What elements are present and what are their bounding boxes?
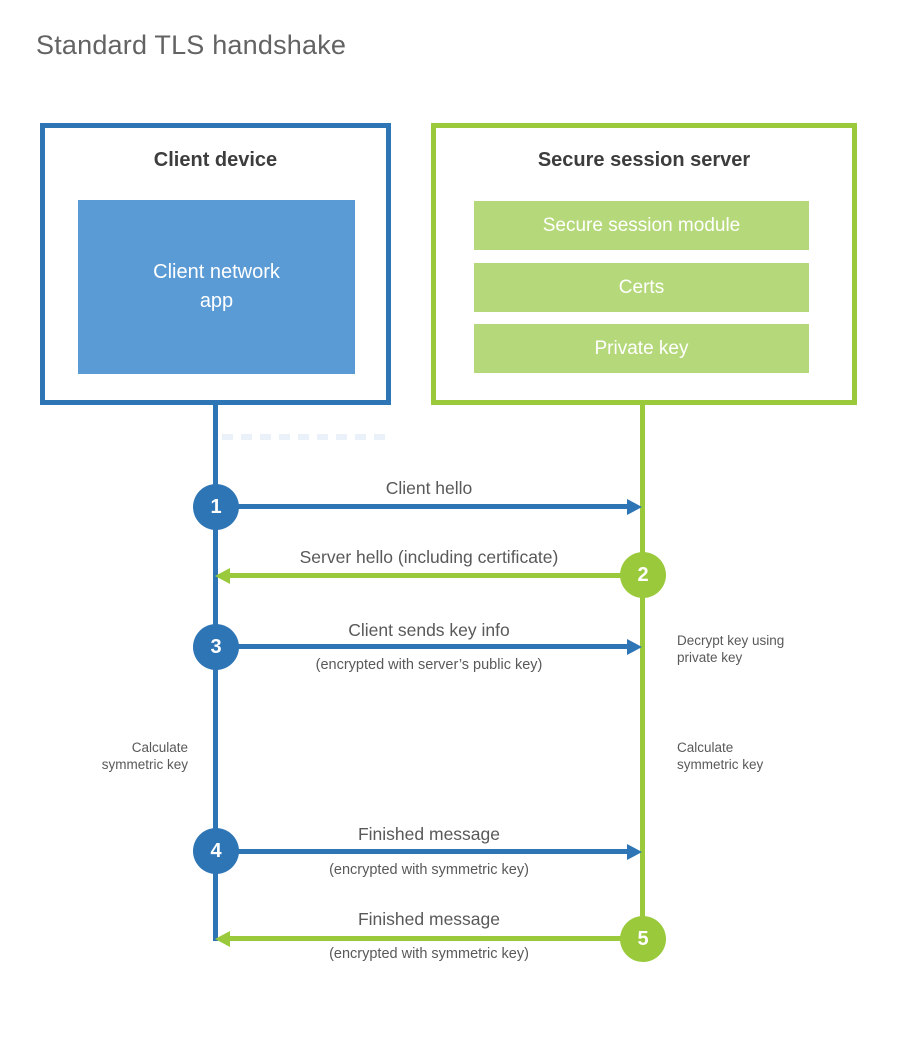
step-circle-3: 3 <box>193 624 239 670</box>
client-app-label-line2: app <box>199 290 234 312</box>
server-module-private-key: Private key <box>474 324 809 373</box>
note-calc-left-line2: symmetric key <box>101 757 188 772</box>
page-title: Standard TLS handshake <box>36 30 347 60</box>
client-app-label-line1: Client network <box>153 261 280 283</box>
arrowhead-left-icon <box>215 931 230 947</box>
server-lifeline <box>640 405 645 940</box>
arrowhead-right-icon <box>627 639 642 655</box>
note-decrypt-key: Decrypt key using private key <box>677 632 827 666</box>
msg-client-hello: Client hello <box>385 478 473 498</box>
server-module-secure-session: Secure session module <box>474 201 809 250</box>
arrowhead-left-icon <box>215 568 230 584</box>
arrow-finished-server <box>230 936 642 941</box>
note-calc-left-line1: Calculate <box>131 740 188 755</box>
msg-finished-client-sub: (encrypted with symmetric key) <box>329 862 529 878</box>
arrowhead-right-icon <box>627 844 642 860</box>
step-circle-1: 1 <box>193 484 239 530</box>
client-network-app-box: Client network app <box>78 200 355 374</box>
note-calculate-symmetric-key-server: Calculate symmetric key <box>677 739 817 773</box>
arrowhead-right-icon <box>627 499 642 515</box>
msg-client-key-info: Client sends key info <box>348 620 510 640</box>
msg-finished-client: Finished message <box>357 824 501 844</box>
note-decrypt-line2: private key <box>677 650 743 665</box>
faint-dashed-line <box>222 434 388 440</box>
arrow-client-key-info <box>216 644 628 649</box>
server-module-certs: Certs <box>474 263 809 312</box>
note-calc-right-line1: Calculate <box>677 740 734 755</box>
note-calc-right-line2: symmetric key <box>677 757 764 772</box>
msg-client-key-info-sub: (encrypted with server’s public key) <box>315 657 543 673</box>
msg-finished-server-sub: (encrypted with symmetric key) <box>329 946 529 962</box>
arrow-server-hello <box>230 573 642 578</box>
note-calculate-symmetric-key-client: Calculate symmetric key <box>60 739 188 773</box>
step-circle-2: 2 <box>620 552 666 598</box>
step-circle-4: 4 <box>193 828 239 874</box>
arrow-client-hello <box>216 504 628 509</box>
note-decrypt-line1: Decrypt key using <box>677 633 785 648</box>
secure-session-server-title: Secure session server <box>537 149 751 171</box>
client-lifeline <box>213 405 218 941</box>
arrow-finished-client <box>216 849 628 854</box>
msg-finished-server: Finished message <box>357 909 501 929</box>
client-device-title: Client device <box>153 149 278 171</box>
msg-server-hello: Server hello (including certificate) <box>299 547 559 567</box>
step-circle-5: 5 <box>620 916 666 962</box>
